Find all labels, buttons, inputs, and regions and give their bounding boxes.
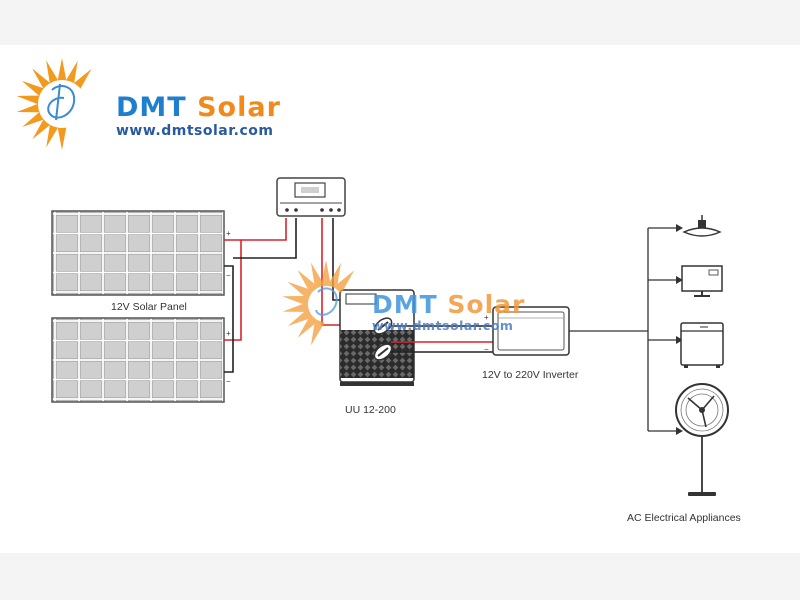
- bus-arrow-icons: [676, 224, 683, 435]
- watermark-name: DMT Solar: [372, 290, 525, 319]
- brand-name-part2: Solar: [197, 92, 281, 123]
- watermark-url: www.dmtsolar.com: [372, 318, 514, 333]
- solar-panel-bottom: [51, 317, 225, 403]
- ac-bus-lines: [569, 227, 676, 432]
- brand-name-part1: DMT: [116, 92, 187, 123]
- battery-terminal-negative: [373, 343, 393, 361]
- battery-inverter-wiring: [391, 325, 493, 353]
- panel-wiring: [224, 218, 297, 373]
- inverter-label: 12V to 220V Inverter: [482, 369, 579, 381]
- standing-fan-icon: [675, 383, 729, 496]
- inverter: [492, 306, 570, 356]
- brand-url: www.dmtsolar.com: [116, 123, 274, 139]
- watermark-name-part2: Solar: [447, 290, 526, 319]
- logo-sun-icon: [16, 58, 92, 150]
- battery-label: UU 12-200: [345, 404, 396, 416]
- charge-controller: [276, 177, 346, 217]
- solar-panel-top: [51, 210, 225, 296]
- inverter-minus-sign: −: [484, 345, 489, 354]
- battery: [339, 289, 415, 386]
- inverter-plus-sign: +: [484, 313, 489, 322]
- refrigerator-icon: [680, 322, 724, 368]
- ceiling-lamp-icon: [682, 215, 722, 237]
- panel-bottom-minus-sign: −: [226, 377, 231, 386]
- panel-top-minus-sign: −: [226, 271, 231, 280]
- battery-terminal-positive: [373, 317, 393, 335]
- appliances-label: AC Electrical Appliances: [627, 512, 741, 524]
- panel-top-plus-sign: +: [226, 229, 231, 238]
- panel-bottom-plus-sign: +: [226, 329, 231, 338]
- solar-panel-label: 12V Solar Panel: [111, 301, 187, 313]
- brand-name: DMT Solar: [116, 92, 281, 123]
- watermark-sun-icon: [282, 260, 355, 346]
- watermark-name-part1: DMT: [372, 290, 438, 319]
- monitor-icon: [681, 265, 723, 297]
